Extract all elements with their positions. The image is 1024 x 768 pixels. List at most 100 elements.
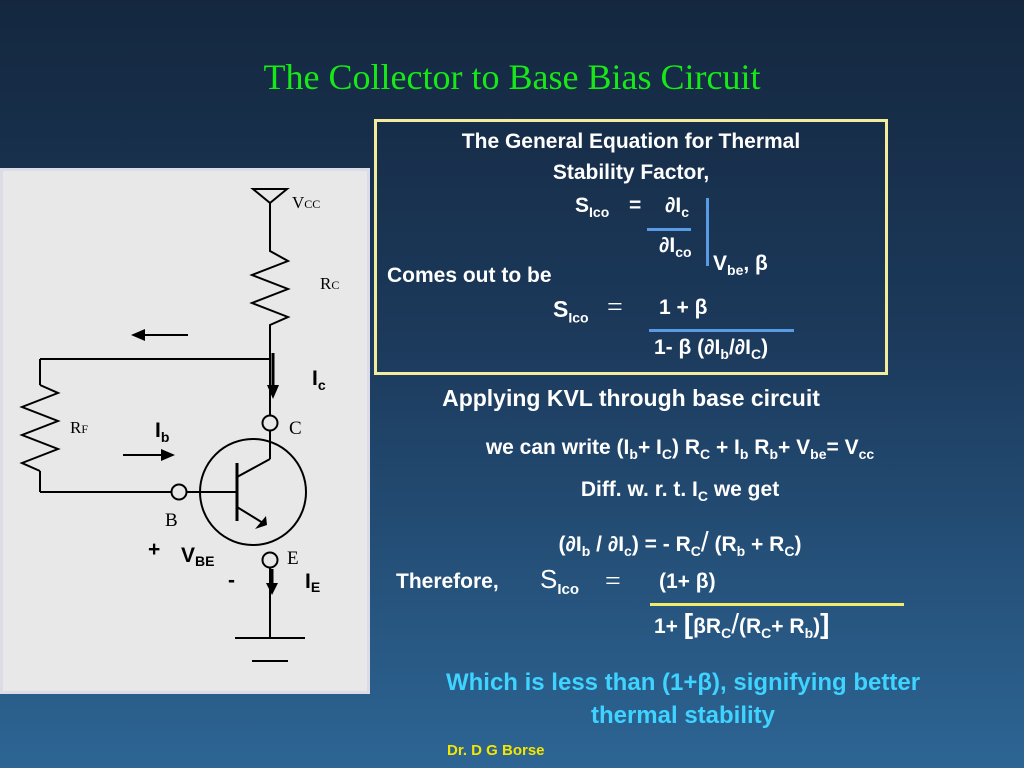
collector-node-label: C [289, 418, 302, 439]
numerator-sub: c [681, 204, 690, 221]
den2-part-c: ) [761, 336, 769, 359]
dres-sub3: C [690, 543, 701, 560]
s-ico-symbol-2: SIco [553, 296, 589, 326]
kvl-eq-sub7: cc [858, 446, 875, 463]
svg-text:VBE: VBE [181, 544, 214, 569]
held-constant-bar [706, 198, 709, 266]
vcc-label: V [292, 193, 305, 212]
vbe-label-sub: BE [195, 553, 214, 569]
dres-slash: / [700, 526, 709, 557]
fden-c: (R [739, 615, 762, 638]
dres-sub1: b [581, 543, 591, 560]
kvl-eq-b: + I [637, 436, 662, 459]
final-fraction-line [650, 603, 904, 606]
den2-sub2: C [750, 346, 762, 363]
kvl-heading: Applying KVL through base circuit [442, 385, 820, 411]
vbe-plus-sign: + [148, 538, 160, 561]
fden-sub3: b [804, 625, 814, 642]
s2-letter: S [553, 296, 569, 322]
svg-text:RC: RC [320, 274, 339, 293]
ie-label: I [305, 570, 311, 593]
fden-sub2: C [761, 625, 772, 642]
s2-sub: Ico [568, 309, 589, 326]
s-ico-symbol: SIco [575, 194, 609, 220]
kvl-eq-c: ) R [672, 436, 700, 459]
fden-bracket-open: [ [683, 608, 694, 639]
fden-sub1: C [721, 625, 732, 642]
dres-f: ) [794, 533, 802, 556]
diff-b: we get [708, 478, 780, 501]
kvl-eq-e: R [748, 436, 770, 459]
kvl-eq-a: we can write (I [485, 436, 630, 459]
ie-label-sub: E [311, 579, 320, 595]
slide-title: The Collector to Base Bias Circuit [263, 57, 761, 97]
diff-a: Diff. w. r. t. I [580, 478, 698, 501]
final-equals: = [605, 566, 621, 597]
rc-label: R [320, 274, 332, 293]
diff-sub: C [697, 488, 708, 505]
vbe-label: V [181, 544, 195, 567]
author-footer: Dr. D G Borse [447, 742, 545, 759]
partial-ico-denominator: ∂Ico [659, 234, 692, 260]
dres-b: / ∂I [590, 533, 625, 556]
equals-sign-2: = [607, 292, 623, 323]
den2-part-b: /∂I [728, 336, 751, 359]
s-sub: Ico [589, 204, 610, 221]
den2-sub1: b [720, 346, 729, 363]
ic-label: I [312, 367, 318, 390]
ib-label-sub: b [161, 429, 170, 445]
svg-text:IE: IE [305, 570, 320, 595]
fden-bracket-close: ] [820, 608, 830, 639]
dres-e: + R [745, 533, 785, 556]
equals-sign: = [629, 194, 642, 217]
kvl-eq-sub5: b [769, 446, 779, 463]
final-s-letter: S [540, 564, 558, 594]
base-terminal [170, 483, 188, 501]
derivative-result: (∂Ib / ∂Ic) = - RC/ (Rb + RC) [360, 526, 1000, 559]
denominator-text: ∂I [659, 234, 676, 257]
svg-text:Ib: Ib [155, 419, 169, 445]
kvl-eq-sub6: be [810, 446, 827, 463]
base-node-label: B [165, 510, 178, 531]
final-numerator: (1+ β) [659, 570, 716, 593]
kvl-eq-sub2: C [661, 446, 672, 463]
ic-label-sub: c [318, 377, 326, 393]
held-v: V [713, 252, 728, 275]
ib-label: I [155, 419, 161, 442]
box-heading-line2: Stability Factor, [552, 161, 710, 184]
stability-denominator: 1- β (∂Ib/∂IC) [654, 336, 768, 362]
fden-d: + R [771, 615, 805, 638]
circuit-diagram-panel: VCC RC RF C B E Ic Ib IE + VBE - [0, 168, 370, 694]
s-letter: S [575, 194, 590, 217]
stability-numerator: 1 + β [659, 296, 708, 319]
svg-text:Ic: Ic [312, 367, 326, 393]
kvl-equation: we can write (Ib+ IC) RC + Ib Rb+ Vbe= V… [360, 436, 1000, 462]
conclusion-line2: thermal stability [590, 702, 776, 729]
dres-sub5: C [784, 543, 795, 560]
kvl-eq-d: + I [710, 436, 740, 459]
fraction-line-2 [649, 329, 794, 332]
final-denominator: 1+ [βRC/(RC+ Rb)] [654, 608, 829, 641]
rc-resistor [249, 243, 291, 333]
den2-part-a: 1- β (∂I [654, 336, 721, 359]
vcc-label-sub: CC [304, 197, 320, 211]
differentiate-line: Diff. w. r. t. IC we get [360, 478, 1000, 504]
kvl-eq-sub4: b [739, 446, 749, 463]
kvl-eq-sub3: C [700, 446, 711, 463]
emitter-node-label: E [287, 548, 299, 569]
fden-b: βR [693, 615, 722, 638]
dres-sub2: c [624, 543, 632, 560]
rf-resistor [19, 384, 61, 472]
kvl-eq-g: = V [826, 436, 859, 459]
fden-a: 1+ [654, 615, 684, 638]
svg-text:RF: RF [70, 418, 88, 437]
box-heading-line1: The General Equation for Thermal [461, 130, 801, 153]
dres-d: (R [708, 533, 737, 556]
rf-label: R [70, 418, 82, 437]
vcc-terminal-symbol [250, 188, 290, 205]
rf-label-sub: F [81, 422, 88, 436]
held-rest: , β [743, 252, 768, 275]
dres-a: (∂I [558, 533, 582, 556]
numerator-text: ∂I [665, 194, 682, 217]
therefore-label: Therefore, [396, 570, 499, 593]
